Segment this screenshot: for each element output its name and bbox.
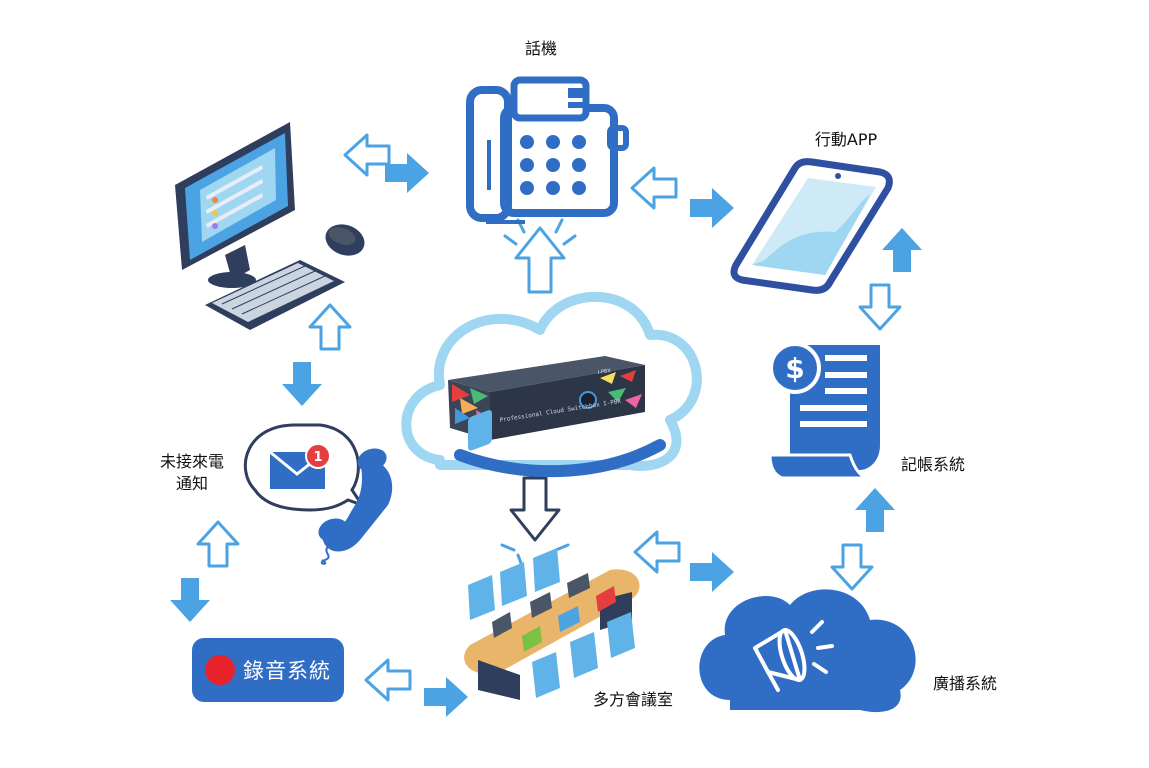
conference-label: 多方會議室 xyxy=(593,690,674,709)
svg-text:$: $ xyxy=(785,352,804,385)
arrow-missed-recording xyxy=(170,520,240,622)
broadcast-label: 廣播系統 xyxy=(933,674,998,693)
arrow-mobile-billing xyxy=(858,228,922,331)
missed-call-label-line2: 通知 xyxy=(175,474,208,493)
server-badge: I-PBX xyxy=(597,368,611,376)
megaphone-cloud-icon xyxy=(699,589,916,713)
smartphone-icon xyxy=(730,158,893,294)
conference-room-icon xyxy=(464,410,640,700)
phone-label: 話機 xyxy=(524,39,558,58)
envelope-handset-icon: 1 xyxy=(243,423,393,565)
arrow-cloud-phone xyxy=(503,218,577,294)
arrow-billing-broadcast xyxy=(830,488,895,591)
notification-count: 1 xyxy=(313,450,322,465)
cloud-pbx-server-icon: Professional Cloud Switchbox I-PBX I-PBX xyxy=(401,291,702,478)
arrow-phone-mobile xyxy=(630,166,734,228)
recording-label: 錄音系統 xyxy=(243,659,331,683)
arrow-conference-broadcast xyxy=(633,530,734,592)
arrow-recording-conference xyxy=(364,658,468,717)
invoice-dollar-icon: $ xyxy=(768,342,880,480)
mobile-app-label: 行動APP xyxy=(814,130,878,149)
missed-call-label: 未接來電 通知 xyxy=(147,451,237,495)
billing-label: 記帳系統 xyxy=(901,455,966,474)
arrow-computer-phone xyxy=(343,133,429,193)
desk-phone-icon xyxy=(466,76,629,224)
missed-call-label-line1: 未接來電 xyxy=(159,452,224,471)
arrow-computer-missed xyxy=(282,303,352,406)
desktop-computer-icon xyxy=(175,122,365,330)
record-dot-icon xyxy=(205,655,235,685)
arrow-cloud-conference xyxy=(500,476,570,568)
recording-system-badge: 錄音系統 xyxy=(192,638,344,702)
